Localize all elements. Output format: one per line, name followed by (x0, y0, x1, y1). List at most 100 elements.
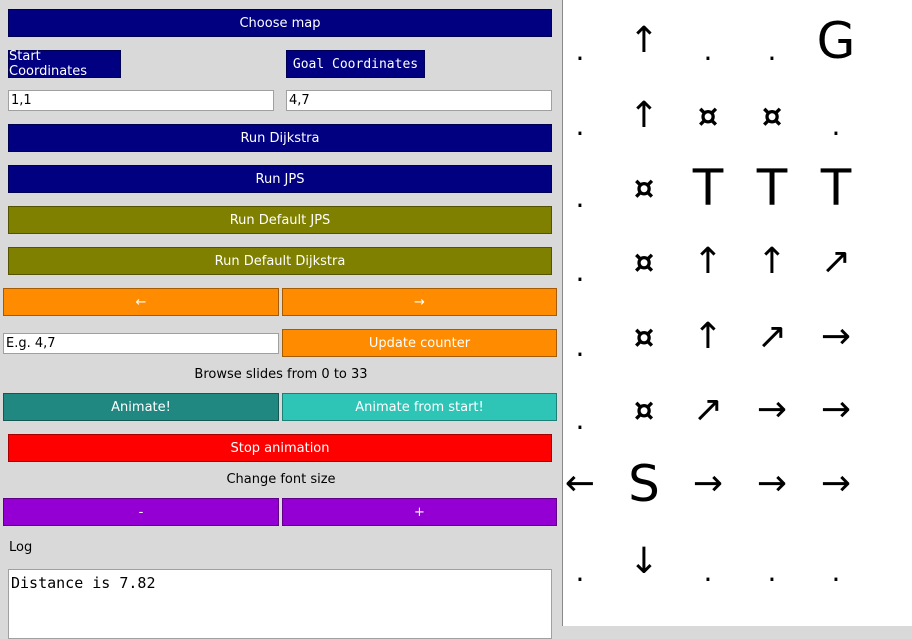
empty-cell: . (831, 555, 841, 588)
arrow-up-right-icon: ↗ (820, 241, 852, 282)
font-size-decrease-button[interactable]: - (3, 498, 279, 526)
grid-cell: ¤ (612, 225, 676, 299)
goal-coordinates-input[interactable]: 4,7 (286, 90, 552, 111)
start-cell: S (628, 455, 660, 513)
control-panel: Choose map Start Coordinates Goal Coordi… (3, 9, 557, 639)
arrow-right-icon: → (820, 389, 852, 430)
arrow-up-right-icon: ↗ (692, 389, 724, 430)
arrow-up-icon: ↑ (692, 241, 724, 282)
grid-cell: ↑ (612, 4, 676, 78)
grid-cell: . (548, 225, 612, 299)
grid-cell: ↑ (676, 300, 740, 374)
grid-cell: ↑ (740, 225, 804, 299)
grid-cell: T (804, 151, 868, 225)
grid-cell: → (740, 447, 804, 521)
grid-cell: ¤ (612, 373, 676, 447)
grid-cell: ← (548, 447, 612, 521)
grid-cell: . (804, 525, 868, 599)
next-slide-button[interactable]: → (282, 288, 557, 316)
previous-slide-button[interactable]: ← (3, 288, 279, 316)
obstacle-cell: ¤ (633, 169, 655, 207)
grid-cell: ¤ (612, 151, 676, 225)
grid-cell: → (804, 373, 868, 447)
empty-cell: . (575, 109, 585, 142)
goal-cell: G (816, 12, 856, 70)
arrow-down-icon: ↓ (628, 541, 660, 582)
obstacle-cell: ¤ (633, 243, 655, 281)
grid-cell: . (676, 4, 740, 78)
run-dijkstra-button[interactable]: Run Dijkstra (8, 124, 552, 152)
grid-cell: → (740, 373, 804, 447)
counter-input[interactable]: E.g. 4,7 (3, 333, 279, 354)
grid-cell: . (548, 4, 612, 78)
grid-cell: . (548, 151, 612, 225)
stop-animation-button[interactable]: Stop animation (8, 434, 552, 462)
update-counter-button[interactable]: Update counter (282, 329, 557, 357)
arrow-up-icon: ↑ (756, 241, 788, 282)
grid-cell: ↗ (676, 373, 740, 447)
arrow-up-right-icon: ↗ (756, 316, 788, 357)
arrow-right-icon: → (820, 463, 852, 504)
animate-from-start-button[interactable]: Animate from start! (282, 393, 557, 421)
grid-cell: T (740, 151, 804, 225)
grid-cell: → (676, 447, 740, 521)
arrow-right-icon: → (756, 389, 788, 430)
font-size-increase-button[interactable]: + (282, 498, 557, 526)
obstacle-cell: ¤ (697, 97, 719, 135)
goal-coordinates-label: Goal Coordinates (286, 50, 425, 78)
arrow-up-icon: ↑ (628, 20, 660, 61)
start-coordinates-label: Start Coordinates (8, 49, 121, 79)
grid-cell: ¤ (740, 79, 804, 153)
empty-cell: . (575, 255, 585, 288)
empty-cell: . (575, 330, 585, 363)
grid-cell: ↓ (612, 525, 676, 599)
log-output[interactable]: Distance is 7.82 (8, 569, 552, 639)
browse-slides-text: Browse slides from 0 to 33 (194, 367, 368, 382)
empty-cell: . (767, 34, 777, 67)
grid-cell: . (740, 4, 804, 78)
empty-cell: . (575, 403, 585, 436)
empty-cell: . (703, 555, 713, 588)
obstacle-cell: ¤ (633, 391, 655, 429)
empty-cell: . (575, 555, 585, 588)
grid-cell: ↑ (612, 79, 676, 153)
grid-cell: S (612, 447, 676, 521)
animate-button[interactable]: Animate! (3, 393, 279, 421)
grid-cell: . (548, 525, 612, 599)
grid-cell: → (804, 300, 868, 374)
run-default-jps-button[interactable]: Run Default JPS (8, 206, 552, 234)
grid-cell: . (548, 79, 612, 153)
arrow-up-icon: ↑ (628, 95, 660, 136)
font-size-label: Change font size (226, 472, 336, 487)
log-label: Log (9, 540, 33, 555)
grid-cell: ¤ (676, 79, 740, 153)
run-jps-button[interactable]: Run JPS (8, 165, 552, 193)
grid-cell: ¤ (612, 300, 676, 374)
tree-cell: T (756, 159, 788, 217)
grid-cell: T (676, 151, 740, 225)
empty-cell: . (575, 34, 585, 67)
obstacle-cell: ¤ (761, 97, 783, 135)
grid-cell: G (804, 4, 868, 78)
empty-cell: . (831, 109, 841, 142)
grid-cell: → (804, 447, 868, 521)
start-coordinates-input[interactable]: 1,1 (8, 90, 274, 111)
empty-cell: . (575, 181, 585, 214)
empty-cell: . (767, 555, 777, 588)
grid-cell: . (804, 79, 868, 153)
grid-cell: . (548, 300, 612, 374)
arrow-right-icon: → (820, 316, 852, 357)
arrow-up-icon: ↑ (692, 316, 724, 357)
run-default-dijkstra-button[interactable]: Run Default Dijkstra (8, 247, 552, 275)
empty-cell: . (703, 34, 713, 67)
grid-cell: . (676, 525, 740, 599)
grid-cell: ↗ (804, 225, 868, 299)
obstacle-cell: ¤ (633, 318, 655, 356)
arrow-left-icon: ← (564, 463, 596, 504)
tree-cell: T (820, 159, 852, 217)
grid-cell: . (740, 525, 804, 599)
choose-map-button[interactable]: Choose map (8, 9, 552, 37)
arrow-right-icon: → (692, 463, 724, 504)
arrow-right-icon: → (756, 463, 788, 504)
